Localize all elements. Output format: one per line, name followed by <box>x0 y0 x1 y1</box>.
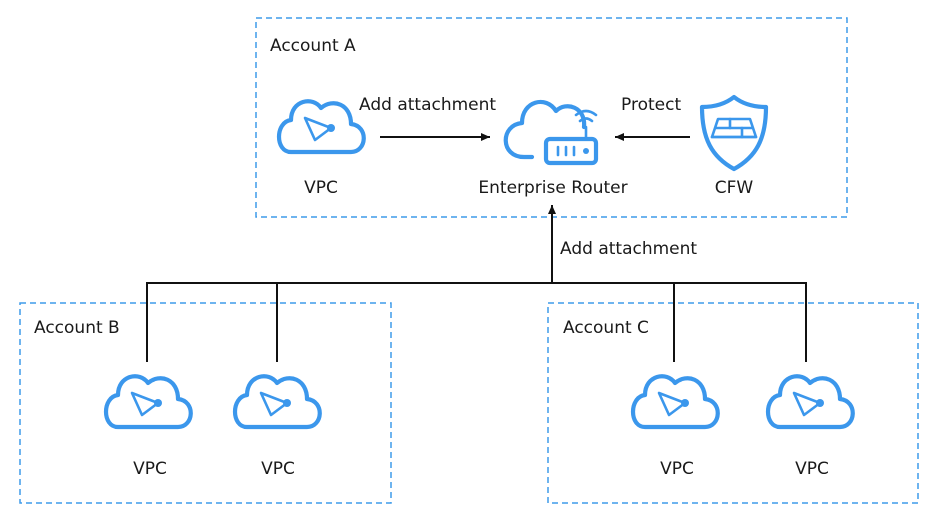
tree-to-router-label: Add attachment <box>560 239 697 259</box>
firewall-shield-icon <box>699 94 769 172</box>
account-c-title: Account C <box>563 318 649 338</box>
vpc-cloud-icon <box>279 101 364 152</box>
account-a-title: Account A <box>270 36 356 56</box>
vpc-node-c2: VPC <box>768 376 853 479</box>
vpc-c2-label: VPC <box>795 459 829 479</box>
vpc-node-a: VPC <box>279 101 364 198</box>
vpc-cloud-icon <box>235 376 320 427</box>
vpc-a-label: VPC <box>304 178 338 198</box>
enterprise-router-node: Enterprise Router <box>478 100 628 198</box>
vpc-b2-label: VPC <box>261 459 295 479</box>
vpc-b1-label: VPC <box>133 459 167 479</box>
vpc-cloud-icon <box>106 376 191 427</box>
vpc-node-b2: VPC <box>235 376 320 479</box>
router-label: Enterprise Router <box>478 178 627 198</box>
cfw-label: CFW <box>715 178 754 198</box>
vpc-node-c1: VPC <box>633 376 718 479</box>
account-c-box: Account C <box>547 302 919 504</box>
router-cloud-icon <box>503 100 599 166</box>
account-b-title: Account B <box>34 318 120 338</box>
vpc-cloud-icon <box>768 376 853 427</box>
tree-connector <box>146 282 807 362</box>
vpc-cloud-icon <box>633 376 718 427</box>
cfw-node: CFW <box>699 94 769 198</box>
account-b-box: Account B <box>19 302 392 504</box>
vpc-to-router-label: Add attachment <box>359 95 496 115</box>
cfw-to-router-label: Protect <box>621 95 681 115</box>
vpc-c1-label: VPC <box>660 459 694 479</box>
vpc-node-b1: VPC <box>106 376 191 479</box>
